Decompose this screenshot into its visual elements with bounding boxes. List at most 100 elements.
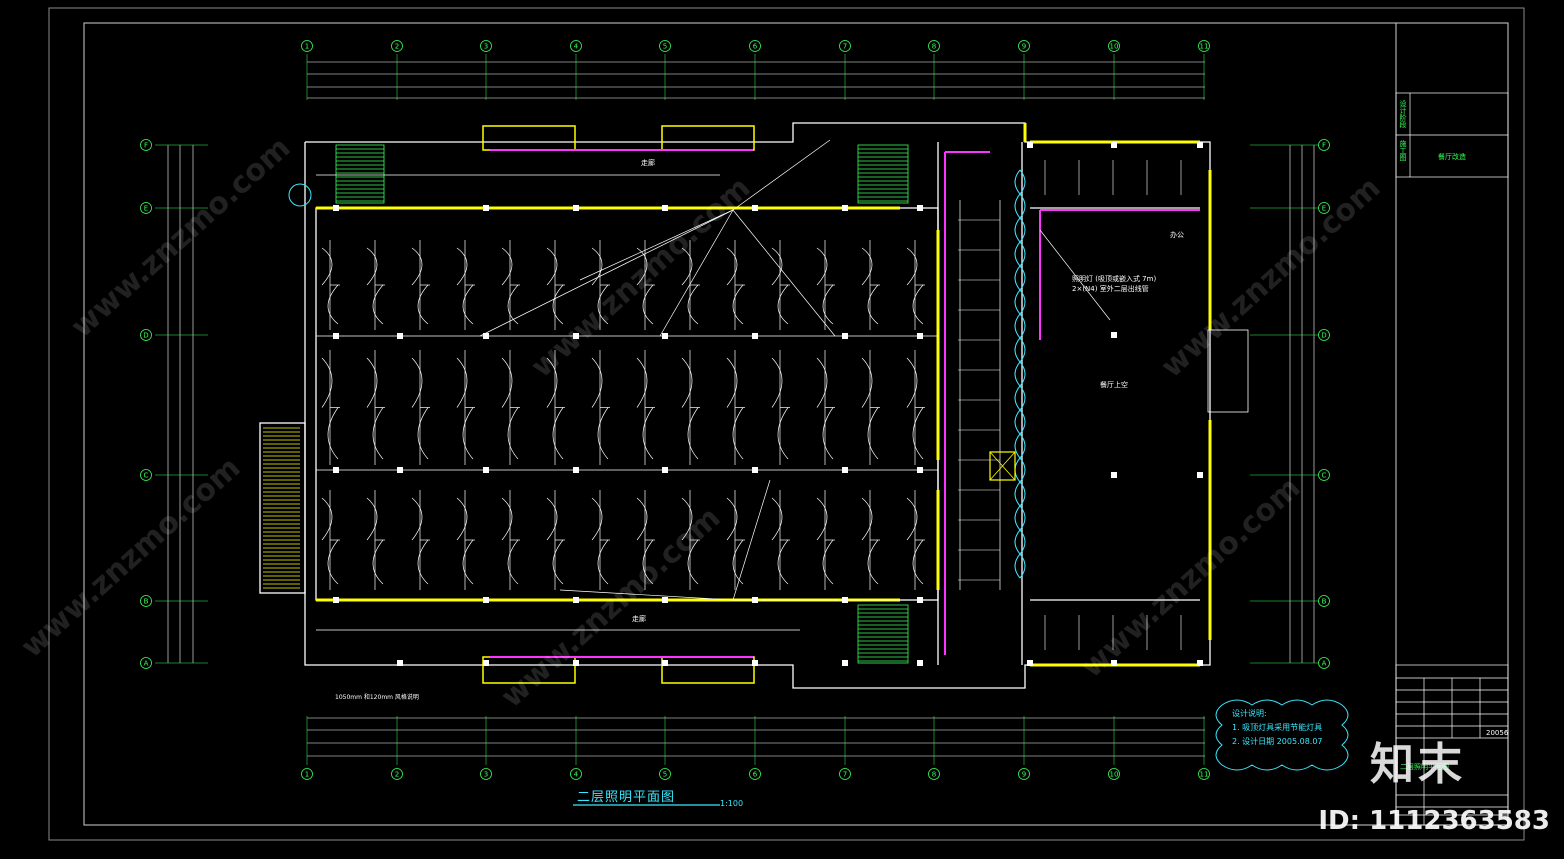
column-marker [1111,660,1117,666]
notes-line-2: 2. 设计日期 2005.08.07 [1232,737,1323,746]
grid-label-col: 3 [484,43,488,51]
title-block [1395,92,1509,826]
grid-label-col: 3 [484,771,488,779]
fixture-arc [636,247,648,286]
left-cloud [288,183,312,207]
right-dimensions [1289,145,1315,663]
grid-bubble-col [1018,40,1030,52]
exterior-steps [263,427,300,589]
stair [857,604,909,664]
fixture-arc [546,357,558,408]
grid-label-col: 4 [574,43,579,51]
title-block-stage: 设计阶段 [1399,100,1407,128]
column-marker [573,597,579,603]
grid-label-col: 2 [395,43,399,51]
fixture-arc [411,497,423,541]
fixture-arc [507,284,519,325]
grid-bubble-row [140,657,152,669]
fixture-arc [417,407,429,460]
room-note-1: 照明灯 (吸顶或嵌入式 7m) [1072,275,1157,283]
fixture-arc [411,357,423,408]
fixture-arc [642,539,654,585]
fixture-arc [501,497,513,541]
fixture-arc [816,247,828,286]
revision-cloud-2 [1014,169,1021,579]
title-block-sheet: 二层照明平面图 [1400,763,1449,771]
light-fixtures [321,142,1203,666]
column-marker [752,205,758,211]
fixture-arc [597,407,609,460]
column-marker [917,205,923,211]
fixture-arc [822,284,834,325]
elevator [989,451,1016,481]
fixture-arc [777,284,789,325]
grid-axis-lines [155,54,1318,765]
grid-label-row: B [1322,598,1327,606]
grid-bubble-row [1318,139,1330,151]
drawing-title: 二层照明平面图 [577,790,676,805]
revision-cloud [1019,169,1026,579]
grid-bubble-col [659,40,671,52]
fixture-arc [726,497,738,541]
fixture-arc [591,497,603,541]
grid-bubble-row [1318,469,1330,481]
grid-bubble-row [1318,202,1330,214]
stair-hatching [335,144,909,664]
fixture-arc [462,407,474,460]
fixture-arc [321,497,333,541]
grid-bubble-col [1198,40,1210,52]
fixture-arc [771,497,783,541]
grid-label-row: E [144,205,148,213]
fixture-arc [591,357,603,408]
room-office: 办公 [1170,231,1184,239]
fixture-arc [906,497,918,541]
room-hall: 餐厅上空 [1100,381,1128,389]
grid-label-row: A [144,660,149,668]
fixture-arc [372,539,384,585]
wiring [316,139,1111,631]
column-marker [1197,472,1203,478]
fixture-arc [642,407,654,460]
column-marker [573,205,579,211]
fixture-arc [687,407,699,460]
grid-label-col: 7 [843,43,847,51]
grid-label-col: 1 [305,43,309,51]
grid-bubble-col [391,768,403,780]
grid-bubble-col [1018,768,1030,780]
fixture-arc [552,539,564,585]
grid-label-col: 9 [1022,771,1026,779]
drawing-scale: 1:100 [720,799,744,808]
fixture-arc [366,497,378,541]
fixture-arc [417,539,429,585]
column-marker [917,597,923,603]
outer-frame [48,7,1525,841]
fixture-arc [597,284,609,325]
fixture-arc [327,407,339,460]
room-corridor-top: 走廊 [641,159,655,167]
column-marker [483,205,489,211]
grid-label-col: 7 [843,771,847,779]
fixture-arc [726,247,738,286]
fixture-arc [366,247,378,286]
grid-label-col: 8 [932,43,936,51]
grid-label-col: 6 [753,771,758,779]
grid-bubble-row [1318,595,1330,607]
fixture-arc [507,539,519,585]
fixture-arc [906,357,918,408]
fixture-arc [372,284,384,325]
grid-label-col: 10 [1110,43,1119,51]
fixture-arc [681,247,693,286]
grid-label-row: C [144,472,149,480]
grid-bubble-row [1318,657,1330,669]
fixture-arc [456,497,468,541]
grid-label-col: 2 [395,771,399,779]
title-block-project: 餐厅改造 [1438,153,1466,161]
column-marker [573,660,579,666]
grid-label-col: 5 [663,43,667,51]
grid-bubble-row [140,469,152,481]
fixture-arc [816,497,828,541]
fixture-arc [912,284,924,325]
grid-label-row: F [1322,142,1326,150]
